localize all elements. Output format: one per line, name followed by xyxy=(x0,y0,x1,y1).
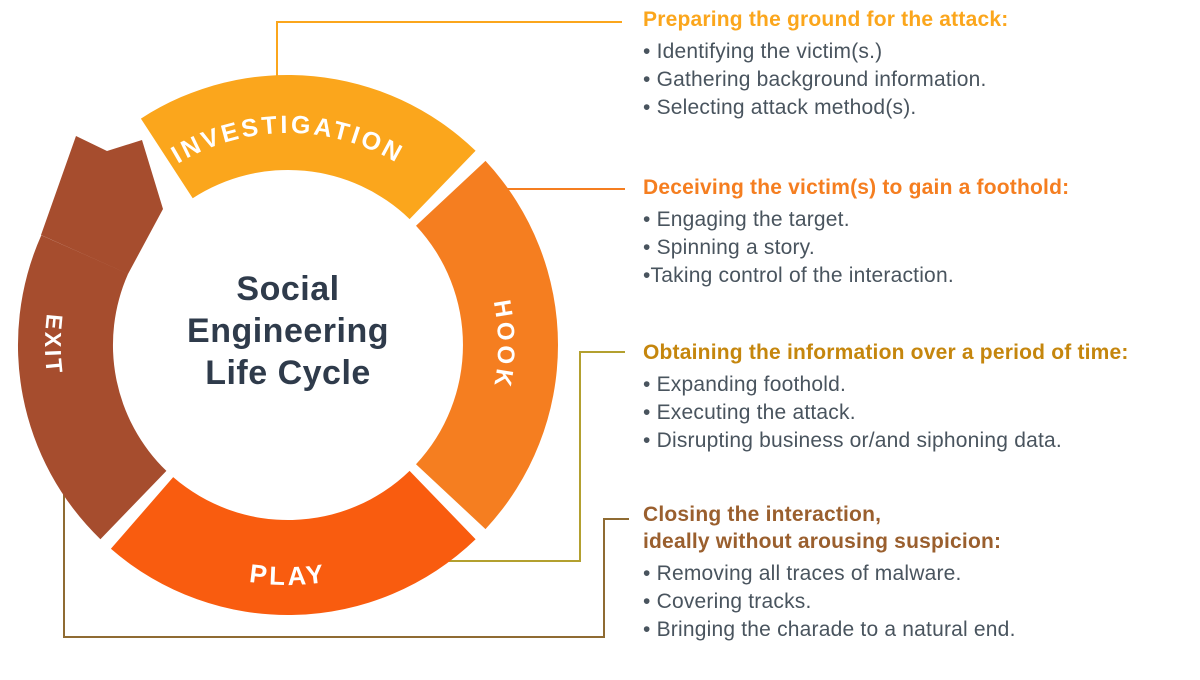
bullet-item: • Gathering background information. xyxy=(643,68,987,91)
bullet-item: •Taking control of the interaction. xyxy=(643,264,954,287)
segment-investigation xyxy=(140,74,476,220)
callout-bullets: • Identifying the victim(s.) • Gathering… xyxy=(643,38,1200,122)
connector-exit xyxy=(63,478,629,638)
callout-heading: Preparing the ground for the attack: xyxy=(643,8,1009,31)
bullet-item: • Executing the attack. xyxy=(643,401,856,424)
callout-hook: Deceiving the victim(s) to gain a footho… xyxy=(643,174,1200,290)
callout-bullets: • Engaging the target. • Spinning a stor… xyxy=(643,206,1200,290)
segment-label-play: PLAY xyxy=(248,558,328,591)
connector-investigation xyxy=(276,21,622,85)
clockwise-arrow-icon xyxy=(41,136,163,274)
callout-bullets: • Expanding foothold. • Executing the at… xyxy=(643,371,1200,455)
callout-exit: Closing the interaction, ideally without… xyxy=(643,501,1200,644)
segment-play xyxy=(110,470,476,616)
bullet-item: • Expanding foothold. xyxy=(643,373,847,396)
callout-bullets: • Removing all traces of malware. • Cove… xyxy=(643,560,1200,644)
segment-exit xyxy=(17,235,167,540)
callout-heading: Closing the interaction, ideally without… xyxy=(643,503,1002,553)
bullet-item: • Identifying the victim(s.) xyxy=(643,40,883,63)
callout-investigation: Preparing the ground for the attack: • I… xyxy=(643,6,1200,122)
segment-hook xyxy=(416,160,558,530)
callout-heading: Obtaining the information over a period … xyxy=(643,341,1129,364)
segment-label-exit: EXIT xyxy=(40,313,68,377)
connector-play xyxy=(440,351,625,562)
bullet-item: • Engaging the target. xyxy=(643,208,850,231)
bullet-item: • Removing all traces of malware. xyxy=(643,562,962,585)
bullet-item: • Spinning a story. xyxy=(643,236,815,259)
bullet-item: • Disrupting business or/and siphoning d… xyxy=(643,429,1062,452)
callout-play: Obtaining the information over a period … xyxy=(643,339,1200,455)
bullet-item: • Bringing the charade to a natural end. xyxy=(643,618,1016,641)
callout-heading: Deceiving the victim(s) to gain a footho… xyxy=(643,176,1070,199)
bullet-item: • Selecting attack method(s). xyxy=(643,96,917,119)
bullet-item: • Covering tracks. xyxy=(643,590,812,613)
